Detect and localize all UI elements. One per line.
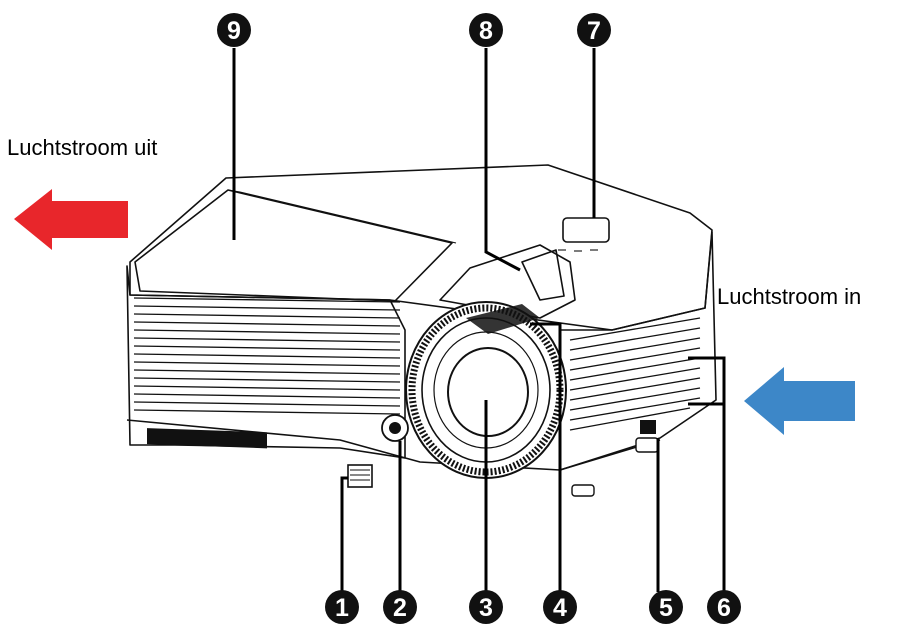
front-vent: [133, 297, 401, 415]
callout-7: 7: [577, 13, 611, 47]
callout-4: 4: [543, 590, 577, 624]
svg-text:6: 6: [717, 594, 731, 622]
lens-assembly: [405, 301, 567, 479]
lens-icon: [447, 347, 529, 437]
svg-text:8: 8: [479, 17, 493, 45]
airflow-in-arrow-icon: [744, 367, 855, 435]
airflow-out-label: Luchtstroom uit: [7, 135, 157, 160]
svg-text:5: 5: [659, 594, 673, 622]
svg-text:2: 2: [393, 594, 407, 622]
security-lock-icon: [640, 420, 656, 434]
callout-9: 9: [217, 13, 251, 47]
svg-text:1: 1: [335, 594, 349, 622]
callout-2: 2: [383, 590, 417, 624]
elevator-foot: [347, 464, 373, 488]
airflow-in-label: Luchtstroom in: [717, 284, 861, 309]
svg-text:3: 3: [479, 594, 493, 622]
projector-body: [126, 164, 717, 497]
callout-3: 3: [469, 590, 503, 624]
leader-lines: [232, 48, 726, 592]
svg-text:4: 4: [553, 594, 567, 622]
callout-8: 8: [469, 13, 503, 47]
svg-text:9: 9: [227, 17, 241, 45]
airflow-out-arrow-icon: [14, 189, 128, 250]
callout-5: 5: [649, 590, 683, 624]
svg-text:7: 7: [587, 17, 601, 45]
side-vent: [569, 317, 701, 431]
callout-1: 1: [325, 590, 359, 624]
callout-6: 6: [707, 590, 741, 624]
